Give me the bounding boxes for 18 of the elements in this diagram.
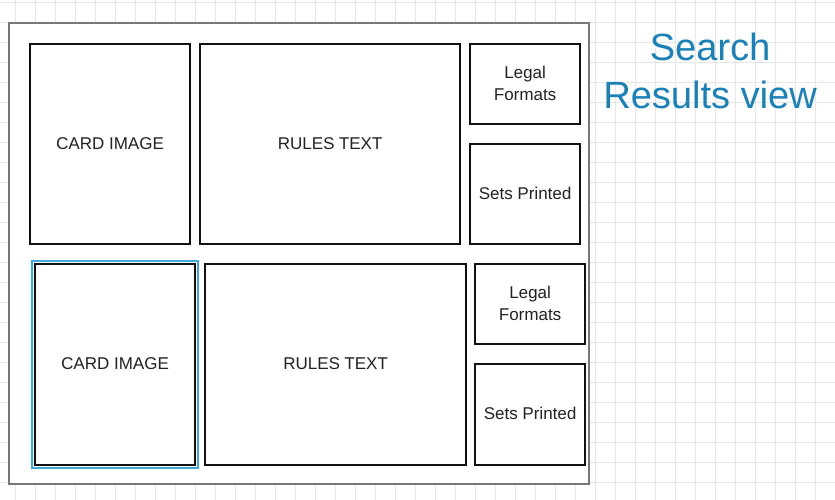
box-label: Legal Formats xyxy=(498,282,562,326)
wireframe-box xyxy=(474,363,586,466)
wireframe-box xyxy=(34,263,196,466)
frame-box xyxy=(8,22,590,485)
wireframe-box xyxy=(469,143,581,245)
box-label: CARD IMAGE xyxy=(60,353,170,376)
wireframe-box xyxy=(199,43,461,245)
box-label: CARD IMAGE xyxy=(55,132,165,155)
box-label: RULES TEXT xyxy=(276,132,384,155)
box-label: Sets Printed xyxy=(482,403,578,426)
title: Search Results view xyxy=(602,26,818,119)
wireframe-box xyxy=(469,43,581,125)
box-label: Sets Printed xyxy=(478,182,572,205)
wireframe-box xyxy=(29,43,191,245)
wireframe-box xyxy=(474,263,586,345)
box-label: Legal Formats xyxy=(492,62,558,106)
box-label: RULES TEXT xyxy=(282,353,389,376)
wireframe-box xyxy=(204,263,467,466)
